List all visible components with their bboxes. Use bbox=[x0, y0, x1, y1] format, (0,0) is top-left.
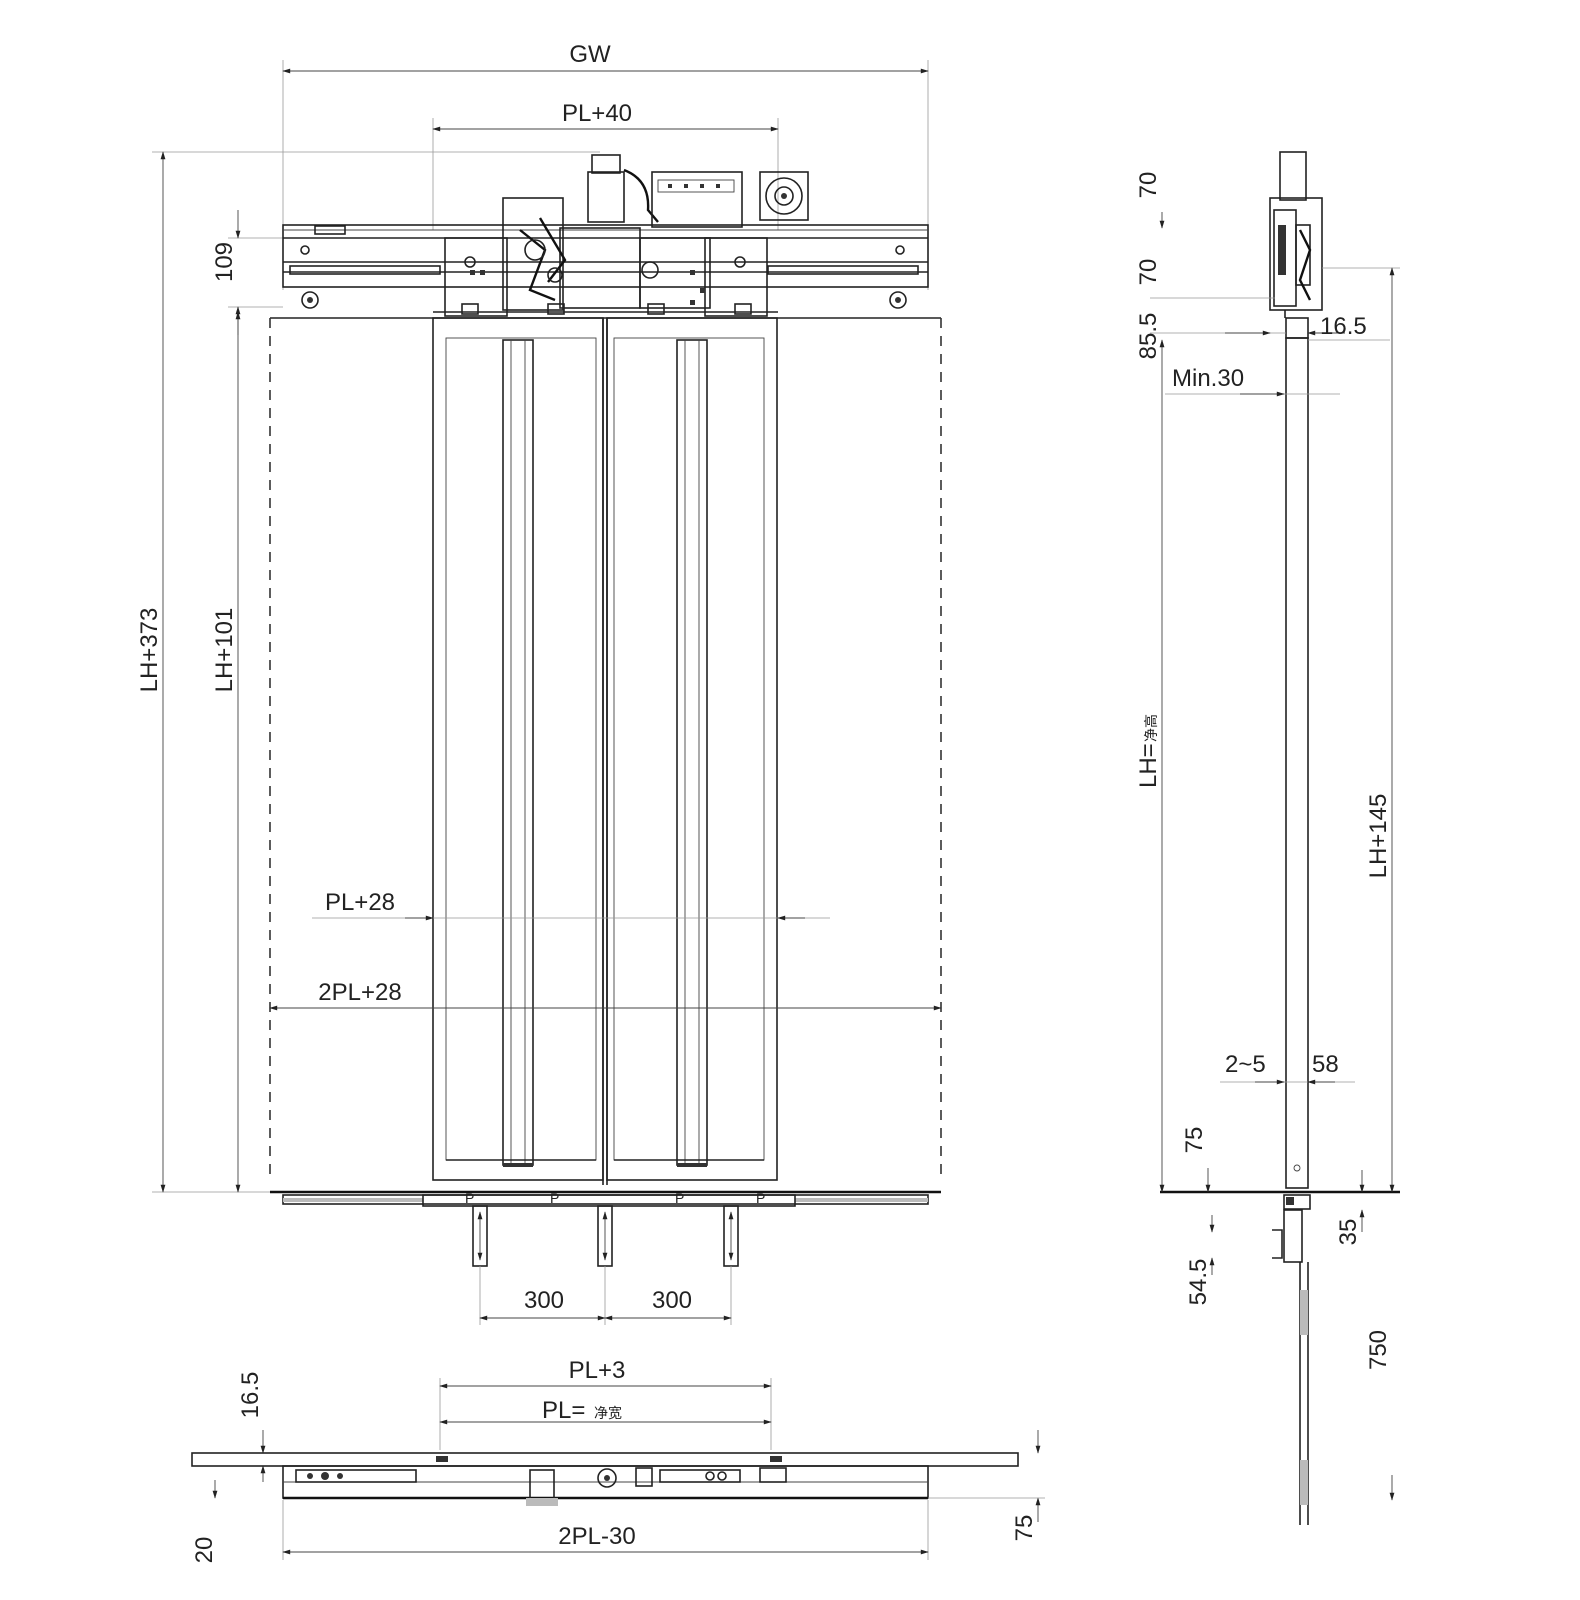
side-header-section bbox=[1269, 151, 1323, 339]
lh-plus-373-dimension: LH+373 bbox=[136, 151, 600, 1193]
pl-clear-suffix: 净宽 bbox=[594, 1405, 622, 1421]
dim-75-side-label: 75 bbox=[1181, 1127, 1208, 1154]
anchor-spacing-dimension: 300 300 bbox=[479, 1266, 732, 1325]
dim-54-5-label: 54.5 bbox=[1185, 1259, 1212, 1306]
pl-plus-40-dimension: PL+40 bbox=[432, 100, 779, 230]
dim-750-label: 750 bbox=[1365, 1330, 1392, 1370]
svg-text:P: P bbox=[675, 1190, 684, 1206]
dim-750-dimension: 750 bbox=[1365, 1330, 1395, 1501]
dim-70-top-label: 70 bbox=[1135, 172, 1162, 199]
door-header-assembly bbox=[282, 154, 929, 317]
door-panels bbox=[270, 317, 941, 1194]
lh-clear-prefix: LH= bbox=[1135, 743, 1162, 788]
gap-dimension: 2~5 58 bbox=[1220, 1051, 1355, 1085]
side-section-view: 70 70 85.5 16.5 Min.30 LH= 净高 bbox=[1135, 151, 1400, 1525]
dim-75-bottom-dimension: 75 bbox=[928, 1430, 1045, 1541]
dim-70-mid-dimension: 70 bbox=[1135, 259, 1275, 299]
min-30-dimension: Min.30 bbox=[1165, 365, 1340, 397]
dim-16-5-side-label: 16.5 bbox=[1320, 313, 1367, 340]
dim-109-label: 109 bbox=[211, 242, 238, 282]
dim-75-side-dimension: 75 bbox=[1181, 1127, 1211, 1193]
lh-clear-suffix: 净高 bbox=[1143, 714, 1159, 742]
svg-text:P: P bbox=[756, 1190, 765, 1206]
gw-label: GW bbox=[569, 41, 611, 68]
landing-opening-outline bbox=[269, 317, 942, 1180]
dim-16-5-side-dimension: 16.5 bbox=[1307, 313, 1390, 341]
lh-plus-101-dimension: LH+101 bbox=[211, 311, 241, 1193]
lh-plus-145-dimension: LH+145 bbox=[1322, 267, 1400, 1193]
sill-assembly: P P P P bbox=[282, 1190, 929, 1267]
dim-54-5-dimension: 54.5 bbox=[1185, 1215, 1215, 1306]
lh-plus-373-label: LH+373 bbox=[136, 608, 163, 693]
side-sill-section bbox=[1272, 1194, 1311, 1525]
pl-plus-40-label: PL+40 bbox=[562, 100, 632, 127]
dim-58-label: 58 bbox=[1312, 1051, 1339, 1078]
svg-text:P: P bbox=[550, 1190, 559, 1206]
right-door-panel bbox=[606, 317, 778, 1181]
dim-20-label: 20 bbox=[191, 1537, 218, 1564]
two-pl-plus-28-label: 2PL+28 bbox=[318, 979, 401, 1006]
pl-plus-3-label: PL+3 bbox=[569, 1357, 626, 1384]
dim-75-bottom-label: 75 bbox=[1011, 1515, 1038, 1542]
left-door-panel bbox=[432, 317, 604, 1181]
two-pl-plus-28-dimension: 2PL+28 bbox=[269, 979, 942, 1011]
dim-70-mid-label: 70 bbox=[1135, 259, 1162, 286]
dim-35-dimension: 35 bbox=[1335, 1170, 1365, 1246]
dim-35-label: 35 bbox=[1335, 1219, 1362, 1246]
svg-text:P: P bbox=[465, 1190, 474, 1206]
two-pl-minus-30-dimension: 2PL-30 bbox=[282, 1500, 929, 1560]
pl-clear-width-dimension: PL= 净宽 bbox=[439, 1397, 772, 1425]
front-elevation-view: GW PL+40 LH+373 109 LH+101 bbox=[136, 41, 942, 1325]
dim-16-5-bottom-dimension: 16.5 bbox=[237, 1372, 266, 1482]
pl-clear-prefix: PL= bbox=[542, 1397, 585, 1424]
plan-view: PL+3 PL= 净宽 16.5 bbox=[191, 1357, 1045, 1563]
pl-plus-28-label: PL+28 bbox=[325, 889, 395, 916]
gw-dimension: GW bbox=[282, 41, 929, 290]
min-30-label: Min.30 bbox=[1172, 365, 1244, 392]
dim-16-5-bottom-label: 16.5 bbox=[237, 1372, 264, 1419]
dim-70-top-dimension: 70 bbox=[1135, 172, 1165, 229]
pl-plus-28-dimension: PL+28 bbox=[312, 889, 830, 921]
dim-300-right-label: 300 bbox=[652, 1287, 692, 1314]
pl-plus-3-dimension: PL+3 bbox=[439, 1357, 772, 1450]
dim-20-dimension: 20 bbox=[191, 1480, 218, 1563]
dim-85-5-dimension: 85.5 bbox=[1135, 313, 1286, 360]
two-pl-minus-30-label: 2PL-30 bbox=[558, 1523, 635, 1550]
lh-clear-height-dimension: LH= 净高 bbox=[1135, 339, 1165, 1193]
side-door-leaf bbox=[1285, 337, 1309, 1189]
lh-plus-101-label: LH+101 bbox=[211, 608, 238, 693]
dim-109-dimension: 109 bbox=[211, 210, 283, 335]
plan-body bbox=[191, 1452, 1019, 1506]
dim-300-left-label: 300 bbox=[524, 1287, 564, 1314]
dim-2-5-label: 2~5 bbox=[1225, 1051, 1266, 1078]
lh-plus-145-label: LH+145 bbox=[1365, 794, 1392, 879]
dim-85-5-label: 85.5 bbox=[1135, 313, 1162, 360]
